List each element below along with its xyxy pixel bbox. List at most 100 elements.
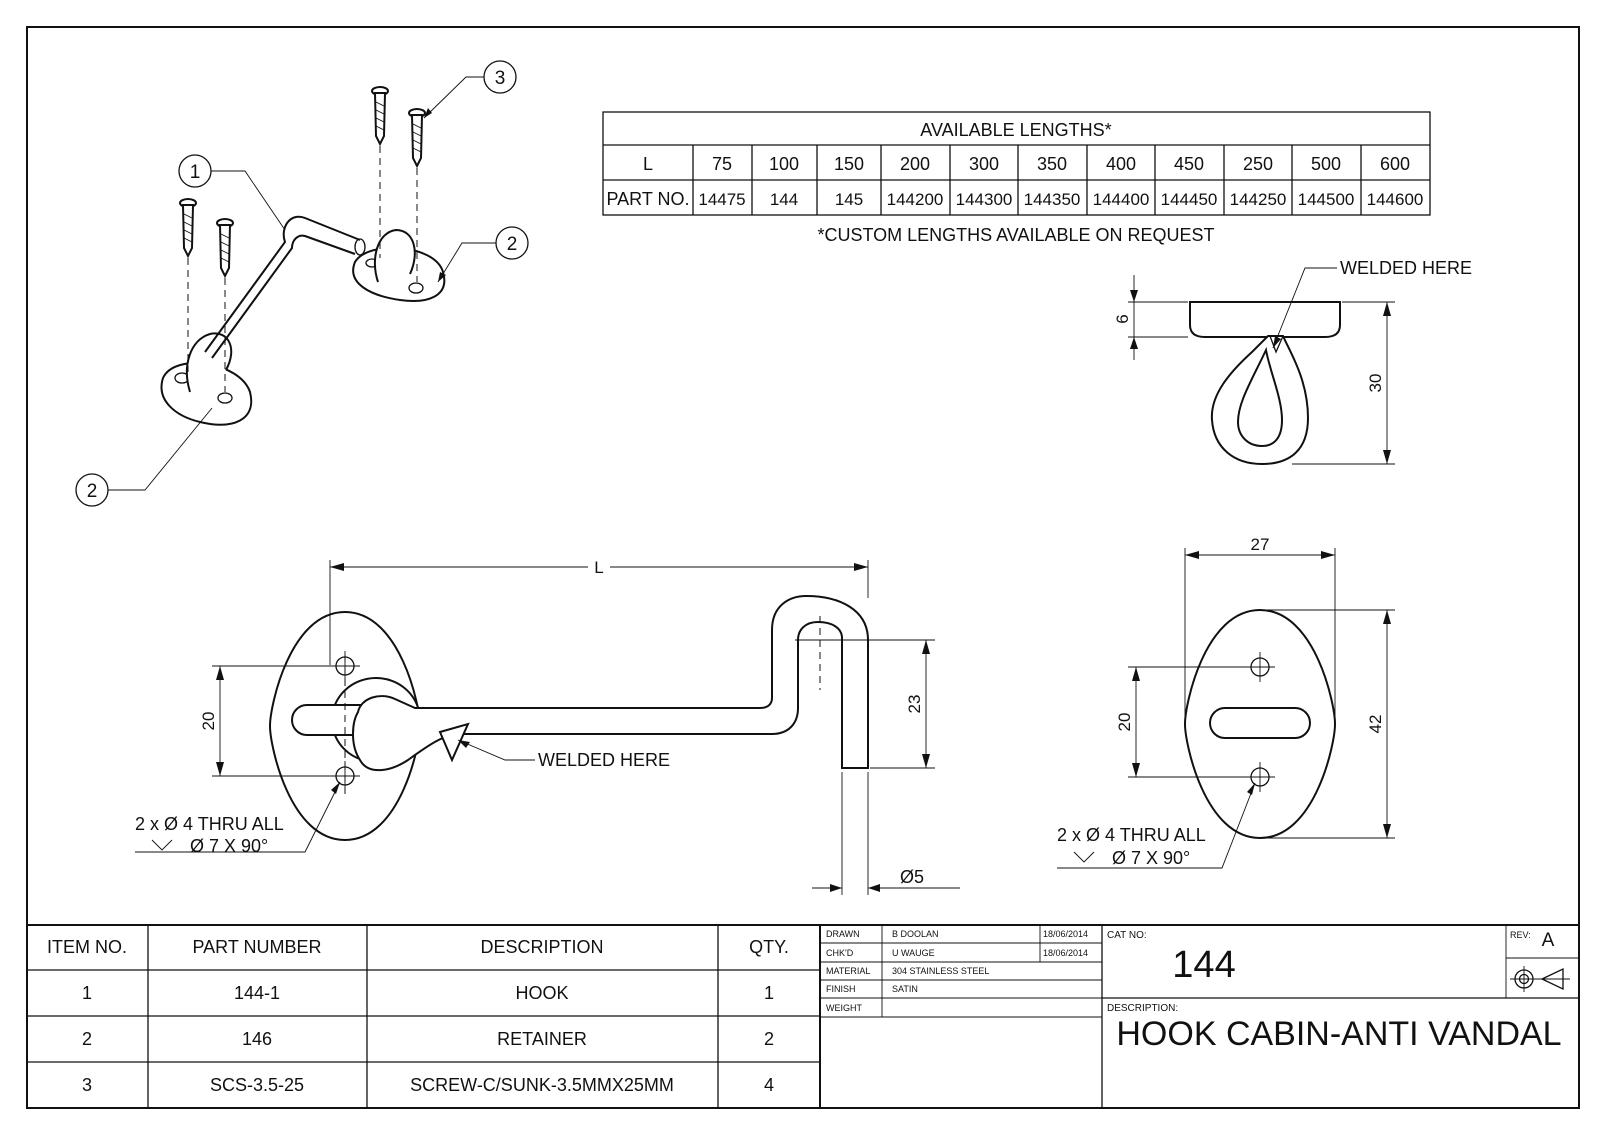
- rev-label: REV:: [1510, 930, 1531, 940]
- retainer-view: 27 42 20 2 x Ø 4 THRU ALL Ø 7 X 90°: [1057, 535, 1395, 869]
- part-no-cell: 144400: [1093, 190, 1150, 209]
- part-no-cell: 144250: [1230, 190, 1287, 209]
- countersink-symbol: [151, 839, 173, 851]
- material-label: MATERIAL: [826, 966, 870, 976]
- balloon-2-lower-label: 2: [87, 481, 98, 502]
- bom-cell: 144-1: [234, 983, 280, 1003]
- bom-header-part-number: PART NUMBER: [192, 937, 321, 957]
- title-block: DRAWN B DOOLAN 18/06/2014 CHK'D U WAUGE …: [820, 924, 1579, 1108]
- drawn-by: B DOOLAN: [892, 929, 939, 939]
- balloon-2-upper-label: 2: [507, 234, 518, 255]
- screw: [408, 108, 426, 169]
- length-cell: 500: [1311, 154, 1341, 174]
- description-label: DESCRIPTION:: [1107, 1003, 1178, 1014]
- cat-no-label: CAT NO:: [1107, 930, 1147, 941]
- part-no-cell: 145: [835, 190, 863, 209]
- bom-cell: 2: [82, 1029, 92, 1049]
- screw: [371, 86, 389, 147]
- dim-side-thickness: 6: [1113, 314, 1132, 323]
- side-plate: [1189, 301, 1341, 338]
- hook-rod: [204, 215, 361, 353]
- drawn-date: 18/06/2014: [1043, 929, 1088, 939]
- bom-cell: SCS-3.5-25: [210, 1075, 304, 1095]
- lengths-table: AVAILABLE LENGTHS* L PART NO. 75 100 150…: [602, 111, 1431, 245]
- dim-rod-dia: Ø5: [900, 867, 924, 887]
- part-no-cell: 144300: [956, 190, 1013, 209]
- isometric-exploded-view: 1 3 2 2: [75, 60, 529, 507]
- dim-retainer-width: 27: [1251, 535, 1270, 554]
- retainer-hole-note-2: Ø 7 X 90°: [1112, 848, 1190, 868]
- length-cell: 400: [1106, 154, 1136, 174]
- drawn-label: DRAWN: [826, 929, 860, 939]
- length-cell: 300: [969, 154, 999, 174]
- length-cell: 150: [834, 154, 864, 174]
- material-value: 304 STAINLESS STEEL: [892, 966, 989, 976]
- finish-label: FINISH: [826, 984, 856, 994]
- side-weld-note: WELDED HERE: [1340, 258, 1472, 278]
- screw: [179, 198, 197, 259]
- sheet-border: [26, 26, 1580, 1109]
- bom-cell: 1: [764, 983, 774, 1003]
- bom-cell: SCREW-C/SUNK-3.5MMX25MM: [410, 1075, 674, 1095]
- bom-cell: 146: [242, 1029, 272, 1049]
- front-hole-note-1: 2 x Ø 4 THRU ALL: [135, 814, 284, 834]
- front-weld-note: WELDED HERE: [538, 750, 670, 770]
- description-value: HOOK CABIN-ANTI VANDAL: [1116, 1015, 1561, 1053]
- length-cell: 450: [1174, 154, 1204, 174]
- retainer-loop-upper: [373, 228, 416, 283]
- length-cell: 200: [900, 154, 930, 174]
- dim-hook-height: 23: [905, 695, 924, 714]
- checked-label: CHK'D: [826, 948, 854, 958]
- part-no-cell: 144450: [1161, 190, 1218, 209]
- retainer-slot: [1209, 707, 1311, 739]
- bom-cell: RETAINER: [497, 1029, 587, 1049]
- part-no-cell: 144200: [887, 190, 944, 209]
- bom-cell: 2: [764, 1029, 774, 1049]
- length-cell: 350: [1037, 154, 1067, 174]
- bom-header-qty: QTY.: [749, 937, 789, 957]
- dim-front-hole-spacing: 20: [199, 712, 218, 731]
- custom-lengths-note: *CUSTOM LENGTHS AVAILABLE ON REQUEST: [817, 225, 1214, 245]
- bom-cell: HOOK: [515, 983, 568, 1003]
- dim-retainer-hole-spacing: 20: [1115, 713, 1134, 732]
- cat-no-value: 144: [1172, 944, 1235, 986]
- balloon-1-label: 1: [190, 162, 201, 183]
- rev-value: A: [1542, 930, 1555, 951]
- bom-header-item: ITEM NO.: [47, 937, 127, 957]
- screw-hole: [217, 392, 233, 404]
- screw: [216, 218, 234, 279]
- length-cell: 100: [769, 154, 799, 174]
- lengths-table-title: AVAILABLE LENGTHS*: [920, 120, 1111, 140]
- part-no-cell: 144350: [1024, 190, 1081, 209]
- dim-retainer-height: 42: [1366, 715, 1385, 734]
- weight-label: WEIGHT: [826, 1003, 862, 1013]
- length-cell: 75: [712, 154, 732, 174]
- checked-date: 18/06/2014: [1043, 948, 1088, 958]
- bom-table: ITEM NO. PART NUMBER DESCRIPTION QTY. 1 …: [27, 924, 821, 1108]
- dim-side-height: 30: [1366, 374, 1385, 393]
- bom-cell: 4: [764, 1075, 774, 1095]
- finish-value: SATIN: [892, 984, 918, 994]
- side-view: 6 30 WELDED HERE: [1113, 258, 1472, 466]
- bom-header-description: DESCRIPTION: [480, 937, 603, 957]
- part-no-cell: 144500: [1298, 190, 1355, 209]
- length-cell: 600: [1380, 154, 1410, 174]
- dim-L: L: [594, 558, 603, 577]
- part-no-cell: 14475: [698, 190, 745, 209]
- balloon-3-label: 3: [495, 68, 506, 89]
- length-cell: 250: [1243, 154, 1273, 174]
- part-no-cell: 144600: [1367, 190, 1424, 209]
- front-view: L 20 23 Ø5 WELDED HERE 2 x Ø 4 THRU ALL …: [135, 557, 960, 895]
- hook-body: [352, 594, 869, 772]
- front-hole-note-2: Ø 7 X 90°: [190, 836, 268, 856]
- bom-cell: 1: [82, 983, 92, 1003]
- countersink-symbol: [1073, 851, 1095, 863]
- bom-cell: 3: [82, 1075, 92, 1095]
- checked-by: U WAUGE: [892, 948, 935, 958]
- part-no-cell: 144: [770, 190, 798, 209]
- retainer-hole-note-1: 2 x Ø 4 THRU ALL: [1057, 825, 1206, 845]
- length-row-label: L: [643, 154, 653, 174]
- part-row-label: PART NO.: [606, 189, 689, 209]
- side-loop-inner: [1236, 346, 1284, 448]
